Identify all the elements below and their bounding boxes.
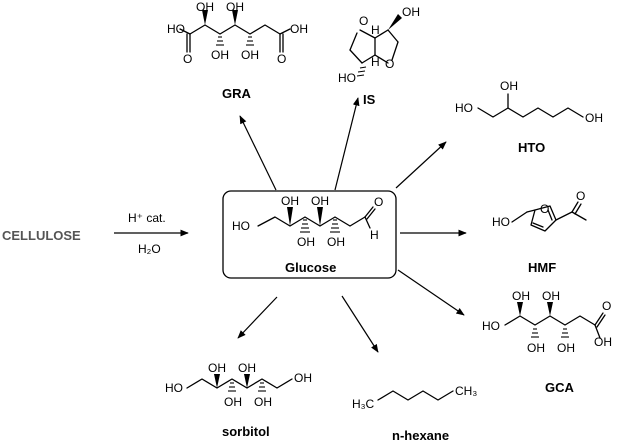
is-oh: OH [402, 5, 420, 19]
gca-acid-oh: OH [594, 335, 612, 349]
gca-carbonyl-o: O [602, 299, 611, 313]
arrow-to-is [334, 97, 360, 191]
glucose-oh-4: OH [311, 194, 329, 208]
cellulose-label: CELLULOSE [2, 228, 81, 243]
sorbitol-ho: HO [165, 381, 183, 395]
gra-oh-4: OH [226, 0, 244, 14]
nhexane-label: n-hexane [392, 428, 449, 443]
hmf-ho: HO [492, 215, 510, 229]
is-h-bottom: H [371, 55, 380, 69]
hto-oh-mid: OH [500, 79, 518, 93]
glucose-aldehyde-o: O [374, 195, 383, 209]
glucose-oh-2: OH [281, 194, 299, 208]
hto-oh-right: OH [585, 111, 603, 125]
gra-o-left: O [183, 52, 192, 66]
gra-oh-3: OH [211, 48, 229, 62]
is-structure [349, 14, 402, 77]
hmf-label: HMF [528, 260, 556, 275]
gra-oh-5: OH [241, 48, 259, 62]
sorbitol-structure [186, 374, 293, 392]
glucose-structure [257, 206, 376, 233]
glucose-aldehyde-h: H [370, 228, 379, 242]
glucose-box [222, 190, 397, 279]
glucose-oh-3: OH [297, 235, 315, 249]
sorbitol-oh-2: OH [208, 361, 226, 375]
arrow-to-nhexane [341, 295, 379, 353]
gra-structure [179, 10, 291, 53]
hmf-aldehyde-o: O [576, 189, 585, 203]
gca-oh-2: OH [512, 289, 530, 303]
gca-oh-4: OH [542, 289, 560, 303]
is-label: IS [363, 92, 376, 107]
gra-oh-2: OH [196, 0, 214, 14]
sorbitol-label: sorbitol [222, 424, 270, 439]
arrow-to-gra [239, 115, 277, 191]
hto-ho-left: HO [455, 101, 473, 115]
is-o-bottom: O [385, 57, 394, 71]
catalyst-label: H⁺ cat. [128, 211, 166, 225]
glucose-label: Glucose [285, 260, 336, 275]
is-ho: HO [338, 71, 356, 85]
arrow-to-gca [397, 269, 465, 316]
gra-label: GRA [222, 86, 252, 101]
hto-structure [477, 93, 584, 118]
arrow-to-hto [395, 141, 447, 189]
gca-label: GCA [545, 380, 575, 395]
glucose-oh-5: OH [327, 235, 345, 249]
gca-oh-3: OH [527, 341, 545, 355]
arrow-to-sorbitol [237, 296, 278, 339]
gca-ho: HO [482, 319, 500, 333]
sorbitol-oh-3: OH [224, 395, 242, 409]
sorbitol-oh-5: OH [254, 395, 272, 409]
sorbitol-oh-4: OH [238, 361, 256, 375]
glucose-ho-1: HO [232, 219, 250, 233]
hmf-structure [511, 201, 587, 232]
gra-ho-left: HO [167, 22, 185, 36]
sorbitol-oh-6: OH [294, 371, 312, 385]
gca-structure [504, 302, 606, 339]
nhexane-ch3: CH₃ [455, 384, 477, 398]
gca-oh-5: OH [557, 341, 575, 355]
is-h-top: H [371, 23, 380, 37]
is-o-top: O [359, 14, 368, 28]
nhexane-h3c: H₃C [352, 397, 375, 411]
water-label: H₂O [138, 242, 161, 256]
nhexane-structure [377, 390, 454, 401]
gra-oh-right: OH [290, 22, 308, 36]
gra-o-right: O [277, 52, 286, 66]
hto-label: HTO [518, 140, 545, 155]
hmf-ring-o: O [540, 202, 549, 216]
